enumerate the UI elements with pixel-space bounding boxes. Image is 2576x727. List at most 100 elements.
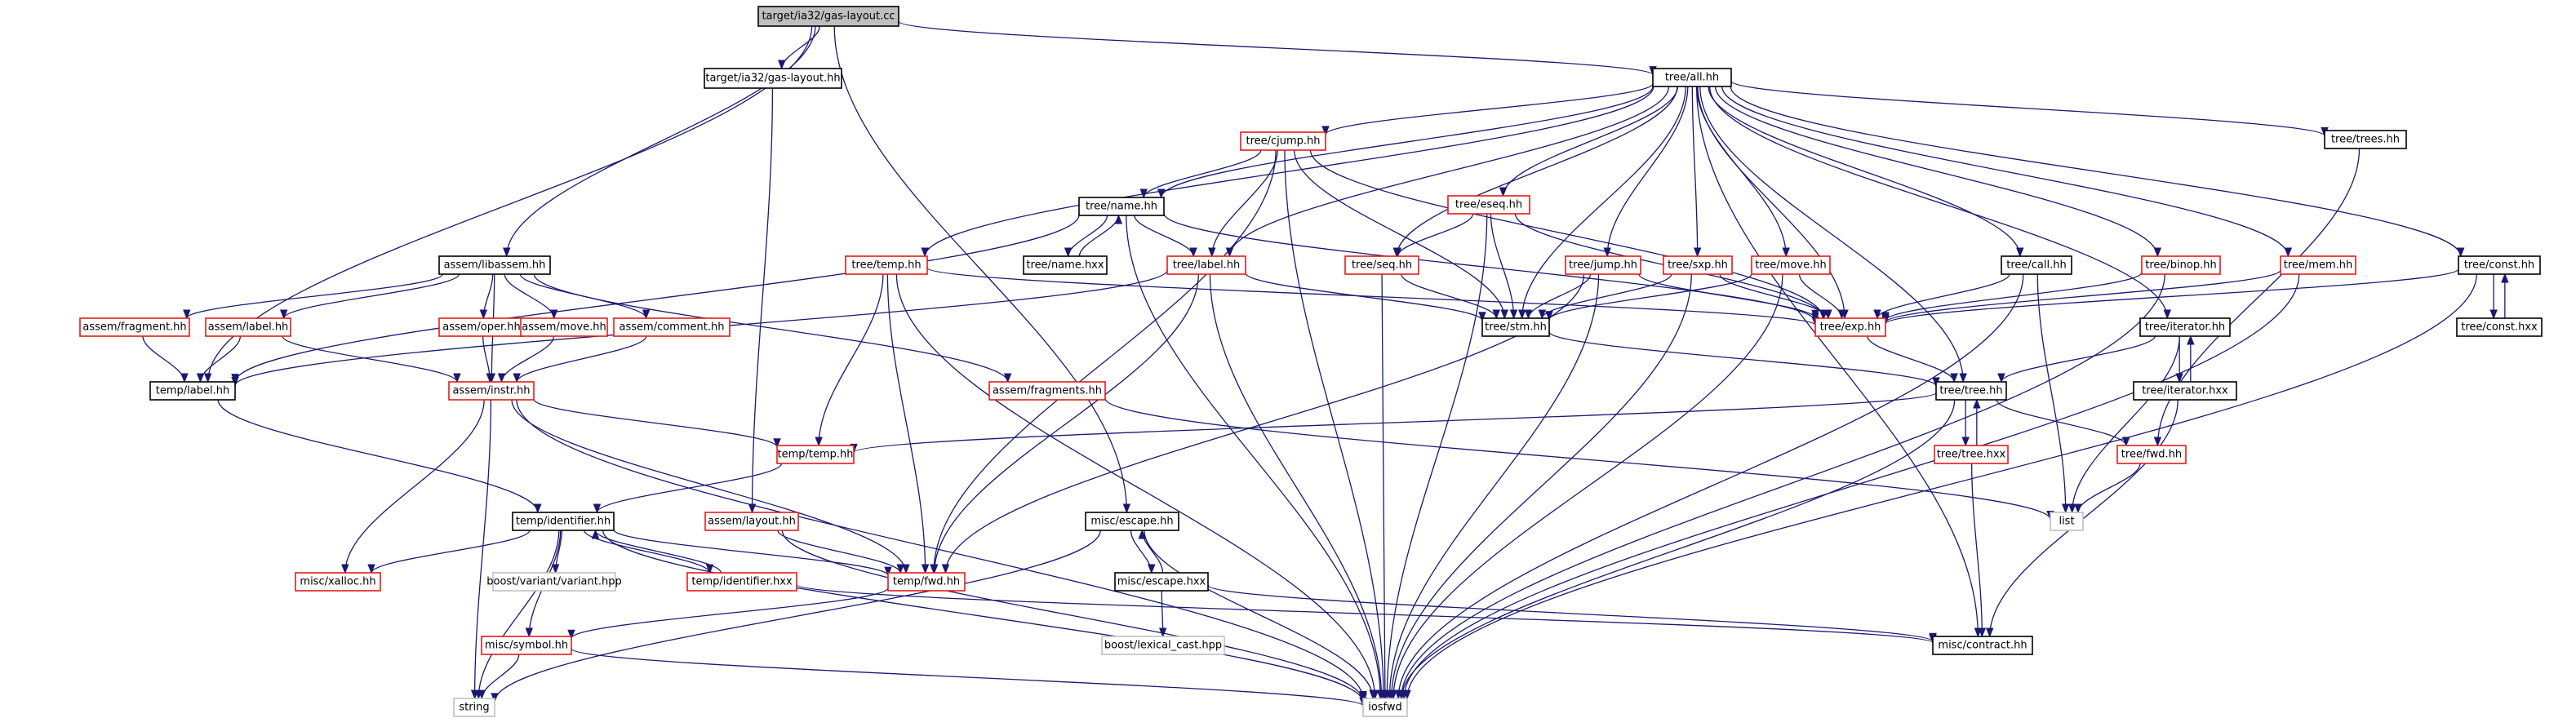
node-assem-move[interactable]: assem/move.hh	[520, 317, 608, 337]
node-misc-contract[interactable]: misc/contract.hh	[1932, 636, 2033, 655]
edge-line	[898, 20, 1654, 76]
edge-tree_eseq-to-tree_stm	[1490, 213, 1518, 320]
node-tree-name[interactable]: tree/name.hh	[1078, 197, 1165, 216]
node-tree-iterator[interactable]: tree/iterator.hh	[2139, 317, 2231, 337]
edge-line	[1309, 149, 1824, 319]
node-assem-layout[interactable]: assem/layout.hh	[704, 512, 799, 531]
edge-line	[511, 399, 907, 574]
edge-tree_iterator-to-tree_tree	[1997, 335, 2156, 383]
node-tree-tree[interactable]: tree/tree.hh	[1935, 381, 2007, 401]
edge-line	[933, 149, 1277, 574]
node-tree-name-hxx[interactable]: tree/name.hxx	[1023, 255, 1108, 275]
edge-misc_symbol-to-iosfwd	[571, 648, 1367, 707]
edge-arrowhead	[513, 373, 521, 383]
node-label: tree/const.hh	[2464, 259, 2534, 272]
edge-tree_call-to-iosfwd	[1394, 273, 2024, 700]
edge-arrowhead	[777, 60, 786, 70]
node-box	[2456, 317, 2543, 337]
node-assem-fragments[interactable]: assem/fragments.hh	[988, 381, 1106, 401]
edge-arrowhead	[2153, 437, 2162, 447]
edge-misc_escape-to-string	[491, 530, 1101, 703]
node-misc-escape-hxx[interactable]: misc/escape.hxx	[1114, 572, 1209, 592]
edge-arrowhead	[2284, 247, 2293, 258]
edge-tree_tree_hxx-to-misc_contract	[1971, 463, 1987, 638]
edge-line	[1067, 215, 1108, 257]
node-libassem[interactable]: assem/libassem.hh	[438, 255, 551, 275]
node-box	[1078, 197, 1165, 216]
node-box	[1362, 698, 1408, 717]
node-temp-identifier-hxx[interactable]: temp/identifier.hxx	[686, 572, 797, 592]
node-tree-jump[interactable]: tree/jump.hh	[1565, 255, 1641, 275]
edge-arrowhead	[1824, 309, 1832, 320]
node-assem-comment[interactable]: assem/comment.hh	[613, 317, 731, 337]
node-temp-label[interactable]: temp/label.hh	[149, 381, 236, 401]
node-box	[686, 572, 797, 592]
edge-arrowhead	[921, 247, 929, 258]
edge-line	[1971, 463, 1983, 637]
node-temp-temp[interactable]: temp/temp.hh	[776, 445, 855, 464]
edge-line	[833, 25, 1128, 513]
node-assem-fragment[interactable]: assem/fragment.hh	[79, 317, 190, 337]
edge-tree_tree-to-temp_temp	[850, 392, 1937, 454]
node-tree-cjump[interactable]: tree/cjump.hh	[1240, 131, 1326, 151]
node-label: misc/escape.hxx	[1117, 576, 1206, 588]
node-root[interactable]: target/ia32/gas-layout.cc	[757, 6, 899, 27]
edge-arrowhead	[1978, 627, 1987, 638]
edge-arrowhead	[1538, 309, 1547, 320]
node-label: tree/mem.hh	[2284, 259, 2352, 272]
node-assem-oper[interactable]: assem/oper.hh	[438, 317, 525, 337]
node-tree-temp[interactable]: tree/temp.hh	[845, 255, 928, 275]
node-assem-instr[interactable]: assem/instr.hh	[448, 381, 535, 401]
node-label: assem/comment.hh	[620, 321, 725, 334]
edge-tree_fwd-to-list	[2074, 463, 2141, 514]
node-tree-const[interactable]: tree/const.hh	[2458, 255, 2541, 275]
edge-arrowhead	[1693, 247, 1702, 258]
node-tree-sxp[interactable]: tree/sxp.hh	[1663, 255, 1733, 275]
edge-tree_tree-to-iosfwd	[1397, 399, 1956, 700]
node-assem-label[interactable]: assem/label.hh	[205, 317, 291, 337]
edge-line	[571, 587, 889, 639]
edge-line	[1885, 269, 2281, 323]
edge-tree_jump-to-tree_stm	[1524, 273, 1592, 320]
node-tree-mem[interactable]: tree/mem.hh	[2280, 255, 2356, 275]
edge-line	[2077, 463, 2141, 513]
edge-arrowhead	[1478, 312, 1486, 322]
edge-root-to-libassem	[503, 25, 816, 258]
edge-line	[533, 398, 778, 448]
edge-tree_jump-to-iosfwd	[1385, 273, 1600, 700]
node-tree-label[interactable]: tree/label.hh	[1166, 255, 1246, 275]
edge-temp_temp-to-temp_identifier	[593, 463, 783, 514]
edges-layer	[142, 20, 2509, 707]
node-misc-symbol[interactable]: misc/symbol.hh	[481, 636, 572, 655]
node-label: tree/temp.hh	[851, 259, 921, 272]
node-misc-escape[interactable]: misc/escape.hh	[1085, 512, 1179, 531]
node-label: list	[2059, 516, 2074, 528]
edge-arrowhead	[2153, 247, 2162, 258]
node-tree-call[interactable]: tree/call.hh	[2001, 255, 2072, 275]
node-tree-tree-hxx[interactable]: tree/tree.hxx	[1934, 445, 2009, 464]
edge-arrowhead	[1403, 689, 1411, 700]
node-tree-binop[interactable]: tree/binop.hh	[2141, 255, 2221, 275]
node-tree-iterator-hxx[interactable]: tree/iterator.hxx	[2133, 381, 2237, 401]
node-tree-stm[interactable]: tree/stm.hh	[1481, 317, 1550, 337]
edge-line	[602, 530, 1364, 703]
node-box	[1934, 445, 2009, 464]
node-box	[438, 255, 551, 275]
node-tree-trees[interactable]: tree/trees.hh	[2324, 130, 2407, 149]
node-tree-move[interactable]: tree/move.hh	[1751, 255, 1831, 275]
edge-arrowhead	[1359, 692, 1367, 703]
node-temp-identifier[interactable]: temp/identifier.hh	[512, 512, 615, 531]
edge-line	[1325, 82, 1654, 135]
node-tree-exp[interactable]: tree/exp.hh	[1814, 317, 1886, 337]
node-tree-fwd[interactable]: tree/fwd.hh	[2116, 445, 2187, 464]
node-box	[2280, 255, 2356, 275]
edge-assem_fragments-to-list	[1104, 397, 2054, 521]
node-temp-fwd[interactable]: temp/fwd.hh	[887, 572, 966, 592]
node-tree-const-hxx[interactable]: tree/const.hxx	[2456, 317, 2543, 337]
node-gaslayout-hh[interactable]: target/ia32/gas-layout.hh	[704, 68, 842, 89]
edge-tree_name_hxx-to-tree_name	[1078, 214, 1123, 257]
node-tree-all[interactable]: tree/all.hh	[1652, 68, 1732, 87]
node-misc-xalloc[interactable]: misc/xalloc.hh	[295, 572, 381, 592]
node-tree-eseq[interactable]: tree/eseq.hh	[1447, 195, 1530, 215]
node-tree-seq[interactable]: tree/seq.hh	[1344, 255, 1419, 275]
